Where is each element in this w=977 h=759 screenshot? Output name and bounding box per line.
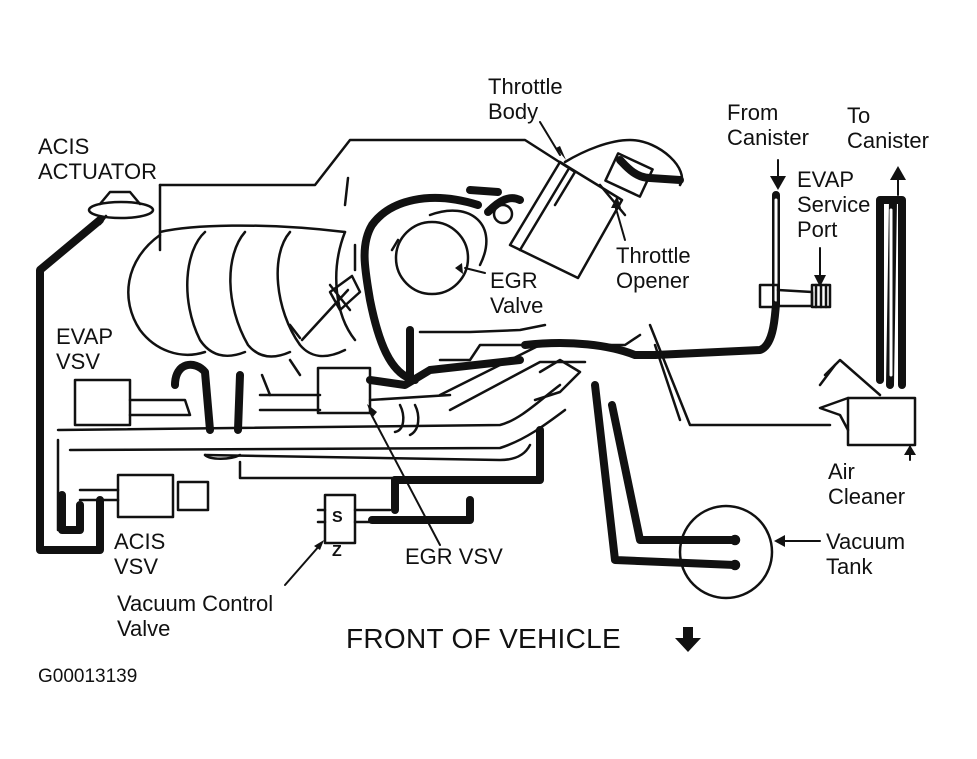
egr-vsv-label: EGR VSV: [405, 544, 503, 569]
egr-valve: [390, 209, 488, 296]
acis-actuator: [87, 190, 155, 226]
intake-runners: [127, 224, 357, 358]
evap-vsv: [73, 378, 132, 427]
egr-vsv: [316, 366, 372, 415]
egr-bracket: [328, 274, 582, 402]
valve-port-z-label: Z: [332, 543, 342, 560]
acis-vsv: [78, 473, 210, 519]
valve-port-s-label: S: [332, 509, 343, 526]
thin-vacuum-lines: [56, 243, 832, 532]
intake-plenum: [158, 138, 577, 252]
figure-code-label: G00013139: [38, 666, 138, 687]
vacuum-tank: [678, 504, 774, 600]
vacuum-control-valve: [316, 493, 392, 545]
front-arrow-icon: [675, 627, 701, 652]
leader-lines: [284, 121, 916, 586]
heavy-vacuum-hoses: [36, 156, 906, 569]
air-cleaner: [818, 358, 917, 447]
throttle-body: [492, 138, 684, 280]
front-of-vehicle-label: FRONT OF VEHICLE: [346, 623, 621, 654]
hose-cores: [774, 198, 893, 377]
evap-service-port: [758, 283, 832, 309]
